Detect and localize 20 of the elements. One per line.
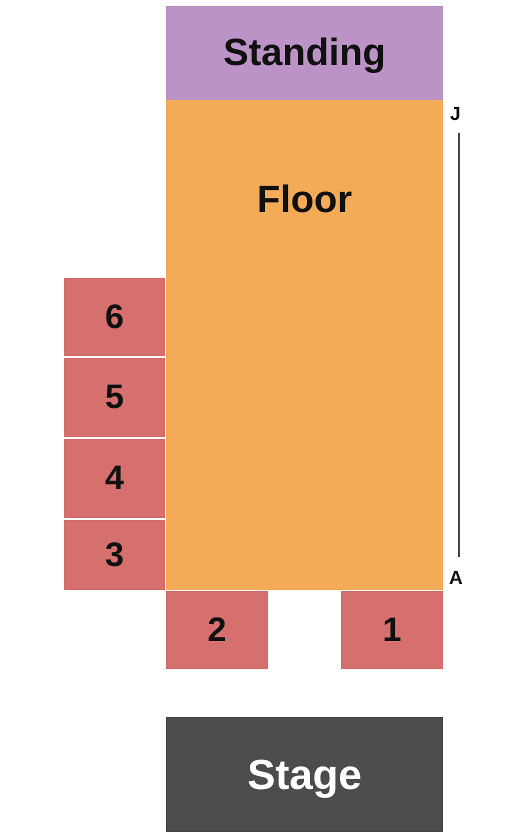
stage — [166, 717, 443, 832]
seating-section — [64, 439, 165, 518]
section-label: 2 — [208, 610, 226, 650]
row-label: A — [449, 568, 463, 590]
seating-section — [64, 358, 165, 437]
section-label: 4 — [105, 459, 124, 498]
seating-section — [64, 278, 165, 356]
row-label: J — [450, 104, 461, 126]
section-label: 3 — [105, 536, 124, 574]
floor-section — [166, 100, 443, 590]
section-label: 1 — [382, 610, 402, 650]
section-label: Stage — [247, 750, 362, 798]
standing-section — [166, 6, 443, 100]
section-label: Floor — [257, 178, 352, 222]
section-label: 5 — [105, 378, 124, 417]
seating-section — [166, 591, 268, 669]
seating-section — [64, 520, 165, 590]
section-label: Standing — [223, 32, 386, 74]
seating-section — [341, 591, 443, 669]
section-label: 6 — [105, 298, 124, 336]
